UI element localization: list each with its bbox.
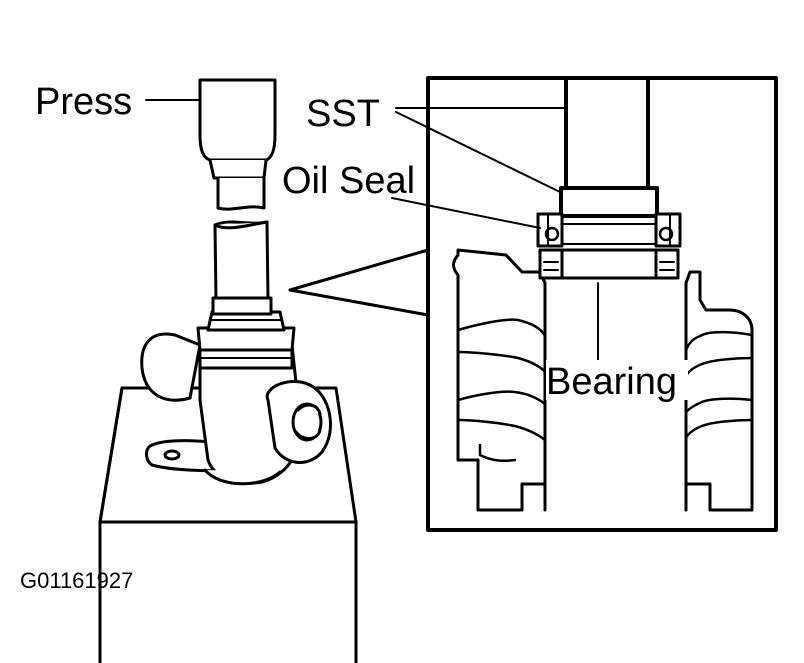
housing (140, 310, 332, 486)
bearing-label: Bearing (546, 361, 677, 403)
detail-frame (426, 76, 778, 532)
sst-shaft-left (211, 220, 273, 316)
oil-seal-leader (391, 197, 541, 229)
detail-internals (452, 76, 754, 512)
callout-pointer (288, 248, 430, 317)
press-label: Press (35, 81, 132, 123)
oil-seal-detail (536, 212, 682, 248)
bearing-detail (538, 248, 680, 280)
oil-seal-label: Oil Seal (282, 160, 415, 202)
sst-detail (559, 76, 659, 218)
bearing-label-bg (546, 360, 688, 400)
press-ram (198, 78, 277, 211)
sst-label: SST (306, 93, 380, 135)
sst-leaders (395, 107, 567, 193)
figure-id: G01161927 (20, 568, 133, 593)
